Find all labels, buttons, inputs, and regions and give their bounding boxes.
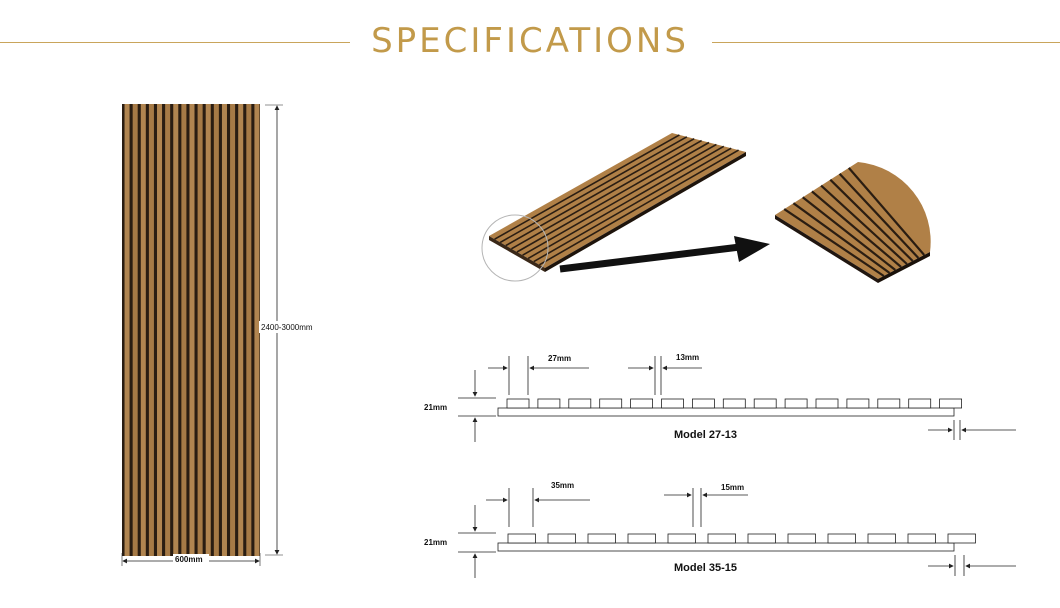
front-slat (148, 104, 154, 556)
profile-slat (907, 533, 936, 544)
detail-groove (783, 208, 885, 277)
persp-groove (522, 143, 717, 256)
profile-slat (867, 533, 896, 544)
profile-slat (846, 398, 870, 409)
profile-slat (599, 398, 623, 409)
detail-groove (811, 190, 902, 268)
profile-diagram-35-15: 35mm 15mm 21mm Model 35-15 (424, 481, 1016, 578)
detail-groove (847, 167, 926, 256)
profile-slat (630, 398, 653, 409)
front-slat (189, 104, 195, 556)
profile-slat (877, 398, 901, 409)
title-rule-left (0, 42, 350, 43)
persp-groove (505, 138, 695, 247)
thickness-label-2: 21mm (424, 538, 447, 547)
profile-slat (667, 533, 696, 544)
front-slat (132, 104, 138, 556)
profile-diagram-27-13: 27mm 13mm 21mm Model 27-13 (424, 353, 1016, 442)
persp-groove (539, 149, 739, 266)
profile-slat (507, 533, 536, 544)
persp-groove (527, 145, 725, 260)
front-slat (173, 104, 179, 556)
detail-circle (481, 214, 549, 282)
model-label-1: Model 27-13 (674, 429, 737, 441)
profile-slat (627, 533, 656, 544)
thickness-label-1: 21mm (424, 403, 447, 412)
title-rule-right (712, 42, 1060, 43)
profile-slat (908, 398, 932, 409)
profile-slat (753, 398, 777, 409)
slat-width-label-2: 35mm (551, 481, 574, 490)
panel-perspective-view (481, 133, 746, 282)
gap-width-label-2: 15mm (721, 483, 744, 492)
persp-groove (516, 141, 710, 253)
profile-slat (787, 533, 816, 544)
front-slat (140, 104, 146, 556)
gap-width-label-1: 13mm (676, 353, 699, 362)
front-slat (221, 104, 227, 556)
persp-groove (499, 136, 688, 244)
profile-slat (947, 533, 976, 544)
profile-slat (747, 533, 776, 544)
profile-slat (815, 398, 839, 409)
detail-groove (792, 202, 891, 274)
profile-slat (722, 398, 746, 409)
profile-slat (547, 533, 576, 544)
detail-groove (802, 196, 896, 271)
front-slat (124, 104, 130, 556)
front-slat (246, 104, 252, 556)
front-slat (197, 104, 203, 556)
profile-slat (661, 398, 684, 409)
persp-groove (494, 134, 680, 240)
profile-slat (568, 398, 592, 409)
profile-slat (827, 533, 856, 544)
profile-slat (692, 398, 715, 409)
model-label-2: Model 35-15 (674, 562, 737, 574)
front-slat (181, 104, 187, 556)
detail-arrow (559, 236, 770, 273)
profile-slat (587, 533, 616, 544)
detail-groove (820, 184, 908, 265)
panel-length-label: 2400-3000mm (261, 323, 313, 332)
panel-detail-view (775, 162, 931, 283)
front-slat (238, 104, 244, 556)
profile-slat (506, 398, 530, 409)
front-slat (205, 104, 211, 556)
front-slat (213, 104, 219, 556)
panel-width-label: 600mm (175, 555, 203, 564)
profile-slat (707, 533, 736, 544)
persp-groove (533, 147, 732, 263)
front-slat (230, 104, 236, 556)
front-slat (254, 104, 260, 556)
slat-width-label-1: 27mm (548, 354, 571, 363)
front-slat (157, 104, 163, 556)
detail-groove (838, 173, 920, 259)
panel-front-slats (122, 104, 260, 556)
profile-slat (939, 398, 962, 409)
page-title: SPECIFICATIONS (0, 18, 1060, 64)
profile-slat (784, 398, 808, 409)
profile-slat (537, 398, 561, 409)
detail-groove (829, 178, 914, 262)
front-slat (165, 104, 171, 556)
